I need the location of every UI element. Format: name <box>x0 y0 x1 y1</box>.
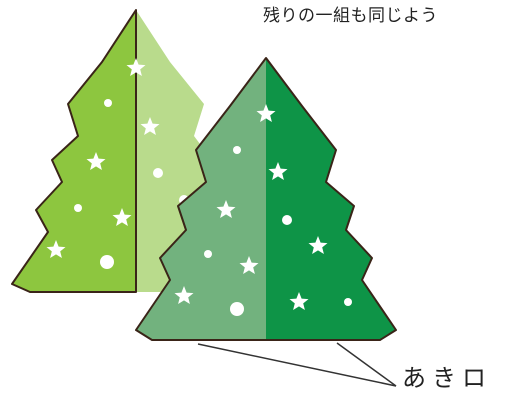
star-icon <box>239 256 259 274</box>
star-icon <box>86 152 106 170</box>
front-tree-ornaments <box>174 104 352 316</box>
star-icon <box>126 58 146 76</box>
front-tree-left-half <box>136 58 266 340</box>
star-icon <box>289 292 309 310</box>
ornament-dot <box>153 168 163 178</box>
back-tree-left-half <box>12 10 136 292</box>
back-tree-outline <box>11 9 137 293</box>
front-tree-outline <box>135 57 397 341</box>
ornament-dot <box>282 215 292 225</box>
front-tree <box>135 57 397 341</box>
ornament-dot <box>233 146 241 154</box>
star-icon <box>112 208 132 226</box>
star-icon <box>268 162 288 180</box>
ornament-dot <box>230 302 244 316</box>
opening-label: あきロ <box>402 364 492 392</box>
ornament-dot <box>204 250 212 258</box>
leader-line-left <box>197 343 397 387</box>
opening-leader-lines <box>197 342 397 387</box>
star-icon <box>308 236 328 254</box>
star-icon <box>140 117 160 135</box>
star-icon <box>46 240 66 258</box>
instruction-text: 残りの一組も同じよう <box>263 6 438 26</box>
ornament-dot <box>100 255 114 269</box>
star-icon <box>216 200 236 218</box>
star-icon <box>174 286 194 304</box>
ornament-dot <box>74 204 82 212</box>
ornament-dot <box>104 99 112 107</box>
leader-line-right <box>336 342 397 387</box>
star-icon <box>256 104 276 122</box>
front-tree-right-half <box>266 58 396 340</box>
ornament-dot <box>344 298 352 306</box>
